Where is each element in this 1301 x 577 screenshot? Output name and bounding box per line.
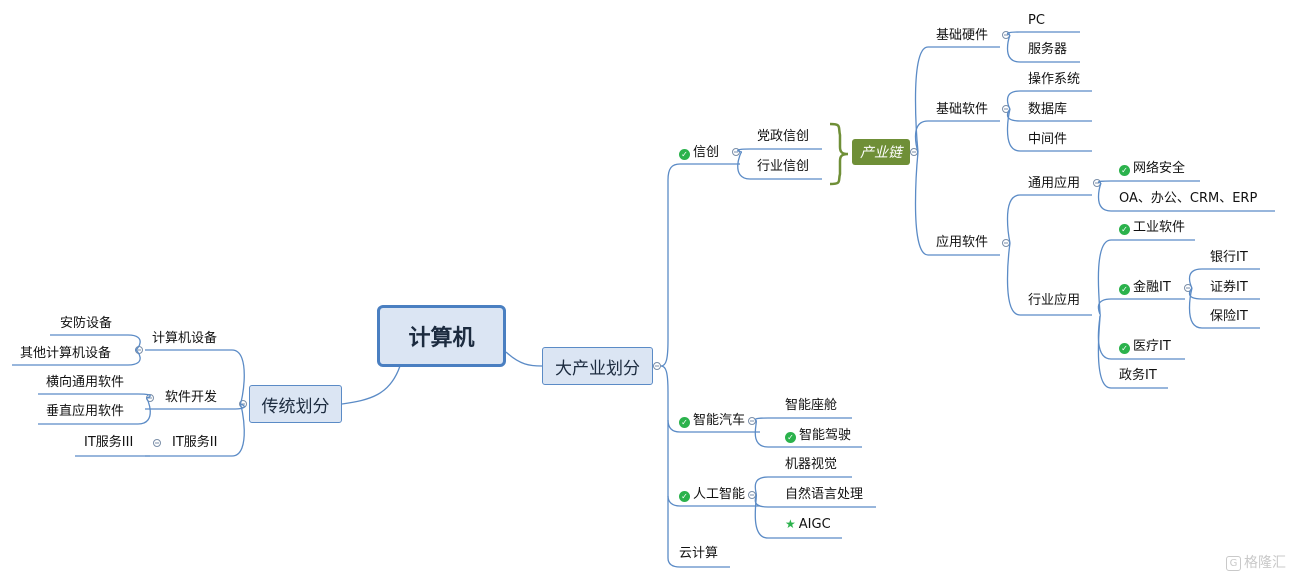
connector-curve: [1188, 268, 1203, 289]
check-icon: ✓: [1119, 165, 1130, 176]
connector-curve: [914, 120, 929, 153]
check-icon: ✓: [679, 491, 690, 502]
connector-curve: [660, 365, 681, 433]
smart-car-node[interactable]: ✓智能汽车: [679, 413, 745, 429]
traditional-node[interactable]: 传统划分: [249, 385, 342, 423]
it-service-ii-node[interactable]: IT服务II: [172, 435, 218, 450]
smart-cockpit-node[interactable]: 智能座舱: [785, 398, 838, 413]
connector-curve: [1006, 90, 1021, 110]
check-icon: ✓: [1119, 284, 1130, 295]
check-icon: ✓: [1119, 343, 1130, 354]
root-to-industry: [505, 351, 543, 367]
industrial-software-node[interactable]: ✓工业软件: [1119, 220, 1185, 236]
finance-it-node[interactable]: ✓金融IT: [1119, 280, 1171, 296]
industry-node[interactable]: 大产业划分: [542, 347, 653, 385]
industry-xinchuang-node[interactable]: 行业信创: [757, 159, 810, 174]
connector-curve: [231, 403, 245, 457]
oa-crm-erp-node[interactable]: OA、办公、CRM、ERP: [1119, 191, 1258, 206]
connector-curve: [914, 46, 929, 153]
connector-curve: [737, 151, 751, 180]
other-computer-equipment-node[interactable]: 其他计算机设备: [20, 346, 112, 361]
it-service-iii-node[interactable]: IT服务III: [84, 435, 134, 450]
basic-hardware-node[interactable]: 基础硬件: [936, 28, 989, 43]
check-icon: ✓: [679, 417, 690, 428]
application-software-node[interactable]: 应用软件: [936, 235, 989, 250]
connector-curve: [1188, 287, 1203, 329]
bank-it-node[interactable]: 银行IT: [1210, 250, 1248, 265]
gov-it-node[interactable]: 政务IT: [1119, 368, 1157, 383]
pc-node[interactable]: PC: [1028, 13, 1045, 28]
os-node[interactable]: 操作系统: [1028, 72, 1081, 87]
watermark-logo-icon: G: [1226, 556, 1241, 571]
connector-curve: [754, 476, 769, 496]
connector-curve: [660, 339, 669, 367]
connector-curve: [667, 496, 681, 568]
smart-driving-node[interactable]: ✓智能驾驶: [785, 428, 851, 444]
vertical-app-node[interactable]: 行业应用: [1028, 293, 1081, 308]
connector-curve: [754, 494, 769, 508]
xinchuang-node[interactable]: ✓信创: [679, 145, 719, 161]
connector-curve: [127, 334, 141, 351]
connector-curve: [1006, 108, 1021, 152]
root-to-traditional: [341, 365, 401, 405]
connector-curve: [1097, 239, 1112, 316]
industry-chain-tag[interactable]: 产业链: [852, 139, 910, 165]
star-icon: ★: [785, 517, 796, 531]
aigc-node[interactable]: ★AIGC: [785, 517, 831, 532]
medical-it-node[interactable]: ✓医疗IT: [1119, 339, 1171, 355]
connector-curve: [127, 349, 141, 366]
connector-curve: [754, 420, 769, 448]
connector-curve: [754, 494, 769, 539]
server-node[interactable]: 服务器: [1028, 42, 1068, 57]
connector-curve: [754, 417, 769, 422]
connector-curve: [1097, 182, 1112, 212]
middleware-node[interactable]: 中间件: [1028, 132, 1068, 147]
computer-equipment-node[interactable]: 计算机设备: [152, 331, 218, 346]
connector-curve: [1006, 242, 1021, 316]
ai-node[interactable]: ✓人工智能: [679, 487, 745, 503]
connector-curve: [137, 397, 151, 425]
connector-curve: [914, 151, 929, 256]
bracket: [829, 122, 849, 186]
root-node[interactable]: 计算机: [377, 305, 506, 367]
check-icon: ✓: [785, 432, 796, 443]
connector-curve: [1006, 34, 1021, 63]
nlp-node[interactable]: 自然语言处理: [785, 487, 864, 502]
securities-it-node[interactable]: 证券IT: [1210, 280, 1248, 295]
connector-curve: [1006, 194, 1021, 244]
party-gov-xinchuang-node[interactable]: 党政信创: [757, 129, 810, 144]
check-icon: ✓: [679, 149, 690, 160]
general-app-node[interactable]: 通用应用: [1028, 176, 1081, 191]
check-icon: ✓: [1119, 224, 1130, 235]
network-security-node[interactable]: ✓网络安全: [1119, 161, 1185, 177]
vertical-software-node[interactable]: 垂直应用软件: [46, 404, 125, 419]
database-node[interactable]: 数据库: [1028, 102, 1068, 117]
connector-curve: [231, 349, 245, 405]
cloud-node[interactable]: 云计算: [679, 546, 719, 561]
connector-curve: [667, 163, 681, 340]
connector-curve: [1097, 314, 1112, 389]
security-equipment-node[interactable]: 安防设备: [60, 316, 113, 331]
basic-software-node[interactable]: 基础软件: [936, 102, 989, 117]
insurance-it-node[interactable]: 保险IT: [1210, 309, 1248, 324]
machine-vision-node[interactable]: 机器视觉: [785, 457, 838, 472]
horizontal-software-node[interactable]: 横向通用软件: [46, 375, 125, 390]
software-dev-node[interactable]: 软件开发: [165, 390, 218, 405]
